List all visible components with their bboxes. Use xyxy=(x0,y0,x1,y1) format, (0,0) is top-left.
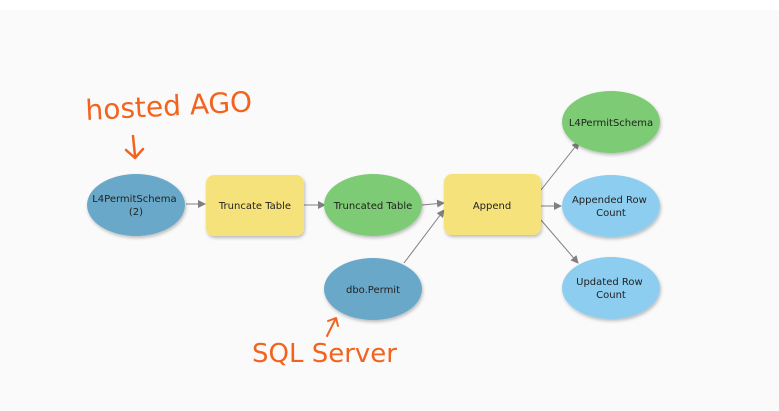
node-label: Updated Row Count xyxy=(576,277,646,301)
connector-append-to-updated-count xyxy=(540,219,579,264)
node-label: L4PermitSchema xyxy=(569,118,653,129)
node-label: Truncated Table xyxy=(333,201,413,212)
node-truncated-table[interactable]: Truncated Table xyxy=(324,174,422,236)
node-label: Truncate Table xyxy=(218,201,291,212)
node-label: L4PermitSchema (2) xyxy=(92,194,180,218)
connector-append-to-schema-out xyxy=(540,141,580,191)
annotation-up-arrow-icon xyxy=(326,319,336,337)
annotation-sql-server: SQL Server xyxy=(252,317,397,369)
node-append[interactable]: Append xyxy=(444,174,541,235)
node-updated-row-count[interactable]: Updated Row Count xyxy=(562,257,660,319)
annotation-up-arrowhead-icon xyxy=(327,317,339,327)
node-label: Appended Row Count xyxy=(572,195,650,219)
node-l4-schema-output[interactable]: L4PermitSchema xyxy=(562,91,660,153)
annotation-down-arrowhead-icon xyxy=(124,147,145,160)
node-truncate-table[interactable]: Truncate Table xyxy=(206,175,304,236)
connectors xyxy=(186,141,580,264)
annotation-sql-text: SQL Server xyxy=(252,339,397,369)
node-label: dbo.Permit xyxy=(346,285,400,296)
node-appended-row-count[interactable]: Appended Row Count xyxy=(562,175,660,237)
node-l4-schema-input[interactable]: L4PermitSchema (2) xyxy=(87,174,185,236)
annotation-down-arrow-icon xyxy=(131,134,137,158)
connector-permit-to-append xyxy=(403,209,445,264)
node-dbo-permit[interactable]: dbo.Permit xyxy=(324,258,422,320)
connector-truncated-to-append xyxy=(421,199,445,208)
node-label: Append xyxy=(473,201,511,212)
